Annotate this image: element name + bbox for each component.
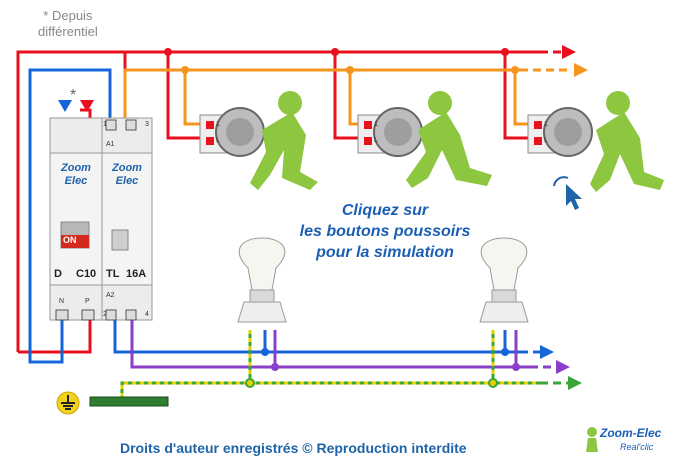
breaker-type: D [54,268,62,280]
relay-pin-a1: A1 [106,141,115,148]
relay-pin-1: 1 [103,121,107,128]
relay-pin-a2: A2 [106,292,115,299]
command-arrow [574,63,588,77]
lamp-return-wires [130,315,556,369]
note-line1: * Depuis [43,8,93,23]
logo-figure-icon [586,427,598,452]
pb1-pin-l: L [216,137,220,144]
figure-icon [590,91,664,192]
relay-rating: 16A [126,268,147,280]
lamp-icon[interactable] [238,237,286,291]
figure-icon [250,91,318,190]
lamp-2[interactable] [479,237,529,323]
instruction-line3: pour la simulation [316,244,454,261]
earth-bar [89,396,169,407]
earth-wires [120,330,568,397]
lamp-return-arrow [556,360,570,374]
neutral-arrow [540,345,554,359]
logo-tagline: Real'clic [620,442,654,452]
pb3-pin-l: L [544,137,548,144]
breaker-module: * [49,87,103,321]
earth-icon [56,391,80,415]
breaker-pin-n: N [59,298,65,305]
asterisk-icon: * [70,87,76,104]
breaker-on-label: ON [63,235,77,245]
relay-type: TL [106,268,120,280]
junction-dots [164,48,520,388]
pb2-pin-1: 1 [374,121,378,128]
neutral-wires [28,68,540,364]
differential-note: * Depuis différentiel [38,8,98,40]
command-wires [123,68,572,127]
relay-pin-2: 2 [103,311,107,318]
logo-name[interactable]: Zoom-Elec [600,426,662,440]
phase-arrow [562,45,576,59]
pushbutton-3[interactable] [527,107,593,157]
breaker-brand-line2: Elec [64,175,88,187]
earth-arrow [568,376,582,390]
pb2-pin-l: L [374,137,378,144]
breaker-brand: Zoom Elec [52,162,100,188]
breaker-pin-p: P [85,298,90,305]
pushbutton-1[interactable] [199,107,265,157]
phase-wires [16,50,562,354]
pushbutton-2[interactable] [357,107,423,157]
relay-brand: Zoom Elec [104,162,150,188]
instruction-line2: les boutons poussoirs [299,223,471,240]
arrow-down-red-icon [80,100,94,112]
relay-module [101,117,153,321]
relay-brand-line1: Zoom [112,162,142,174]
lamp-icon[interactable] [480,237,528,291]
breaker-brand-line1: Zoom [61,162,91,174]
breaker-rating: C10 [76,268,97,280]
instruction-line1: Cliquez sur [341,202,429,219]
relay-brand-line2: Elec [115,175,139,187]
pb1-pin-1: 1 [216,121,220,128]
pb3-pin-1: 1 [544,121,548,128]
arrow-down-blue-icon [58,100,72,112]
figure-icon [406,91,492,188]
note-line2: différentiel [38,24,98,39]
lamp-1[interactable] [237,237,287,323]
relay-pin-3: 3 [145,121,149,128]
relay-pin-4: 4 [145,311,149,318]
simulation-instruction: Cliquez sur les boutons poussoirs pour l… [270,200,500,263]
copyright-footer: Droits d'auteur enregistrés © Reproducti… [120,440,467,456]
click-cursor-icon [553,176,582,210]
